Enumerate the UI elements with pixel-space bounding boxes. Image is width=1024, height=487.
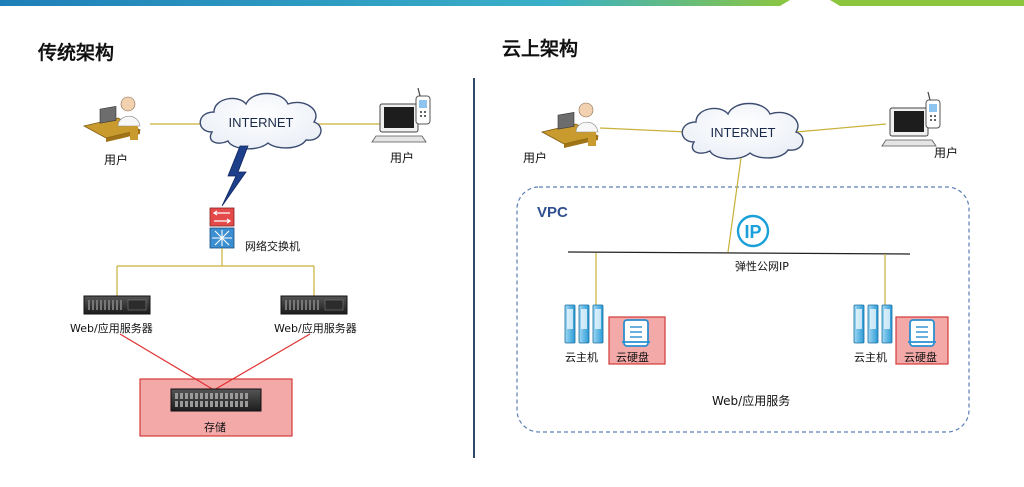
user-desk-icon-cloud-left: [540, 102, 600, 148]
cloud-disk-label-left: 云硬盘: [616, 351, 649, 364]
user-label-left: 用户: [104, 153, 129, 167]
internet-cloud-left: [199, 92, 322, 150]
svg-text:IP: IP: [744, 222, 761, 242]
cloud-architecture-title: 云上架构: [502, 38, 579, 60]
traditional-architecture-title: 传统架构: [38, 42, 115, 64]
server-label-left: Web/应用服务器: [70, 322, 153, 335]
storage-label: 存储: [204, 421, 226, 434]
server-label-right: Web/应用服务器: [274, 322, 357, 335]
cloud-host-label-left: 云主机: [565, 351, 598, 364]
user-label-right: 用户: [390, 151, 415, 165]
link-cloud-left-user-internet: [599, 127, 689, 133]
cloud-host-icon-right: [853, 304, 893, 344]
computer-phone-icon-cloud-right: [881, 91, 941, 147]
internet-cloud-right: [681, 102, 804, 160]
link-left-server-storage: [119, 333, 215, 391]
eip-label: 弹性公网IP: [735, 260, 789, 273]
internet-label-right: INTERNET: [711, 125, 776, 140]
internet-label-left: INTERNET: [229, 115, 294, 130]
cloud-host-label-right: 云主机: [854, 351, 887, 364]
cloud-host-icon-left: [564, 304, 604, 344]
storage-device-icon: [170, 388, 262, 412]
web-service-label: Web/应用服务: [712, 394, 791, 408]
vpc-label: VPC: [537, 204, 568, 221]
cloud-disk-icon-left: [622, 319, 650, 347]
computer-phone-icon-right: [371, 87, 431, 143]
user-desk-icon-left: [82, 96, 142, 142]
vpc-network-bus: [567, 251, 911, 255]
cloud-disk-icon-right: [908, 319, 936, 347]
server-icon-right: [280, 295, 348, 315]
link-internet-eip: [727, 157, 742, 253]
cloud-user-label-left: 用户: [523, 151, 548, 165]
cloud-disk-label-right: 云硬盘: [904, 351, 937, 364]
link-right-server-storage: [213, 333, 311, 391]
top-decoration-bar: [0, 0, 1024, 6]
server-icon-left: [83, 295, 151, 315]
switch-label: 网络交换机: [245, 240, 300, 253]
lightning-bolt-icon: [221, 145, 249, 207]
cloud-user-label-right: 用户: [934, 146, 959, 160]
elastic-ip-icon: IP: [736, 214, 770, 248]
link-cloud-internet-right-user: [795, 123, 887, 133]
vpc-boundary: [516, 186, 970, 433]
network-switch-icon: [209, 207, 235, 249]
